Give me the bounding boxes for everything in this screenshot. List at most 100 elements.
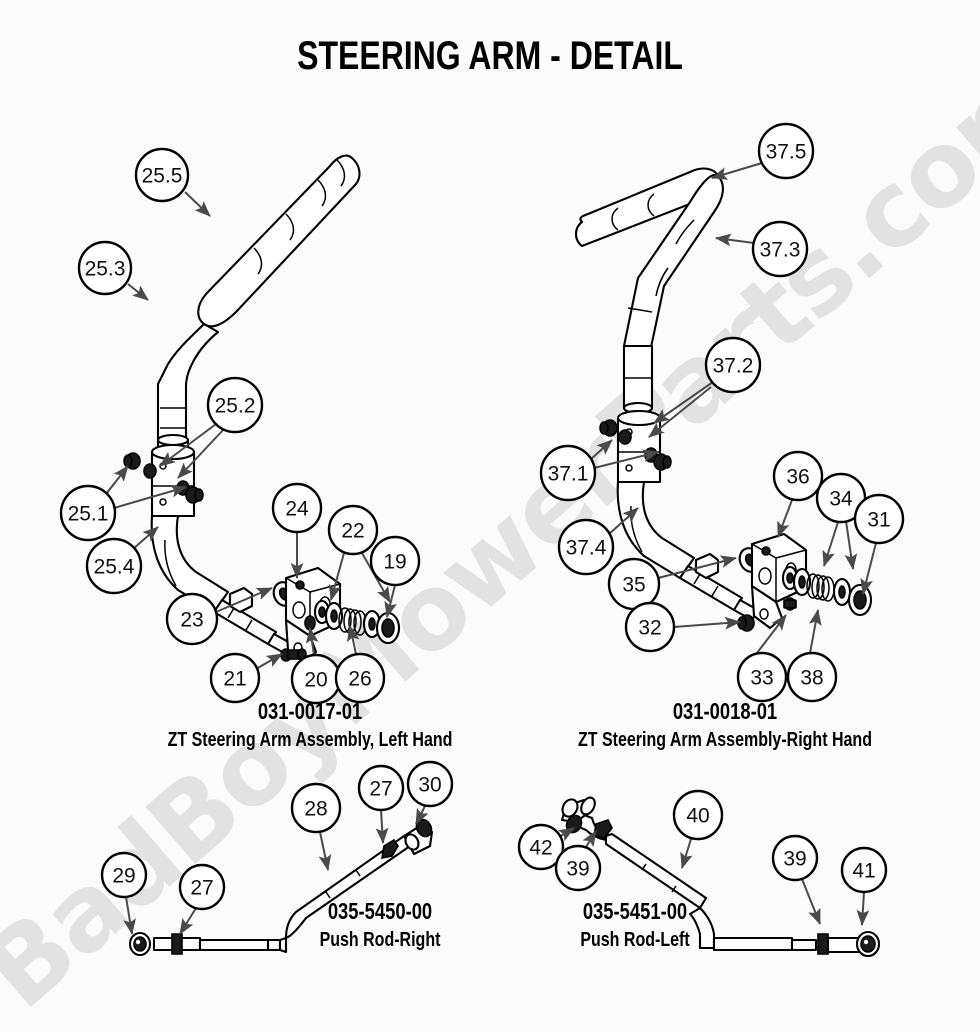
callout-19[interactable]: 19 [369, 535, 421, 587]
part-number-push-rod-left: 035-5451-00 [582, 898, 688, 924]
callout-bubble[interactable] [85, 537, 143, 595]
callout-bubble[interactable] [772, 450, 824, 502]
callout-label: 25.5 [142, 165, 183, 188]
callout-label: 26 [348, 668, 371, 691]
callout-label: 20 [304, 669, 327, 692]
callout-bubble[interactable] [786, 651, 838, 703]
callout-bubble[interactable] [178, 863, 226, 911]
callout-bubble[interactable] [134, 147, 190, 203]
callout-bubble[interactable] [290, 782, 342, 834]
callout-25-2[interactable]: 25.2 [206, 376, 264, 434]
callout-label: 34 [829, 488, 853, 511]
leader-line [589, 439, 613, 461]
callout-bubble[interactable] [357, 764, 405, 812]
callout-bubble[interactable] [100, 851, 148, 899]
callout-bubble[interactable] [77, 240, 133, 296]
callout-25-4[interactable]: 25.4 [85, 537, 143, 595]
callout-33[interactable]: 33 [736, 651, 788, 703]
callout-41[interactable]: 41 [840, 846, 888, 894]
callout-27[interactable]: 27 [357, 764, 405, 812]
leader-line [856, 891, 870, 926]
callout-bubble[interactable] [271, 482, 323, 534]
callout-39[interactable]: 39 [554, 844, 602, 892]
right-arm-geometry [574, 167, 873, 632]
callout-21[interactable]: 21 [209, 652, 261, 704]
callout-bubble[interactable] [757, 122, 815, 180]
leader-line [582, 830, 597, 848]
callout-29[interactable]: 29 [100, 851, 148, 899]
callout-bubble[interactable] [815, 472, 867, 524]
callout-label: 28 [304, 798, 327, 821]
leader-line [415, 805, 429, 825]
callout-bubble[interactable] [704, 336, 762, 394]
callout-25-5[interactable]: 25.5 [134, 147, 190, 203]
leader-line [375, 809, 389, 844]
callout-label: 37.1 [548, 463, 589, 486]
leader-line [346, 625, 360, 655]
callout-22[interactable]: 22 [327, 504, 379, 556]
leader-line [808, 609, 822, 654]
callout-label: 38 [800, 667, 823, 690]
part-number-push-rod-right: 035-5450-00 [327, 898, 433, 924]
callout-37-1[interactable]: 37.1 [539, 444, 597, 502]
callout-37-3[interactable]: 37.3 [751, 220, 809, 278]
callout-39[interactable]: 39 [771, 834, 819, 882]
callout-bubble[interactable] [539, 444, 597, 502]
callout-23[interactable]: 23 [165, 592, 219, 646]
callout-bubble[interactable] [840, 846, 888, 894]
callout-bubble[interactable] [327, 504, 379, 556]
callout-bubble[interactable] [369, 535, 421, 587]
callout-bubble[interactable] [554, 844, 602, 892]
callout-label: 37.3 [760, 239, 801, 262]
callout-35[interactable]: 35 [607, 557, 661, 611]
callout-bubble[interactable] [736, 651, 788, 703]
callout-28[interactable]: 28 [290, 782, 342, 834]
callout-24[interactable]: 24 [271, 482, 323, 534]
callout-37-4[interactable]: 37.4 [557, 518, 615, 576]
callout-bubble[interactable] [751, 220, 809, 278]
callout-40[interactable]: 40 [672, 789, 724, 841]
callout-27[interactable]: 27 [178, 863, 226, 911]
callout-bubble[interactable] [59, 484, 117, 542]
callout-bubble[interactable] [334, 652, 386, 704]
callout-37-5[interactable]: 37.5 [757, 122, 815, 180]
leader-line [756, 614, 787, 654]
callout-bubble[interactable] [209, 652, 261, 704]
callout-bubble[interactable] [672, 789, 724, 841]
callout-label: 29 [112, 865, 135, 888]
callout-25-3[interactable]: 25.3 [77, 240, 133, 296]
leader-line [593, 449, 659, 469]
callout-36[interactable]: 36 [772, 450, 824, 502]
callout-bubble[interactable] [771, 834, 819, 882]
leader-line [648, 386, 712, 438]
push-rod-left-geometry [560, 796, 881, 958]
callout-32[interactable]: 32 [624, 601, 676, 653]
callout-38[interactable]: 38 [786, 651, 838, 703]
callout-label: 39 [566, 858, 589, 881]
callout-bubble[interactable] [624, 601, 676, 653]
callout-25-1[interactable]: 25.1 [59, 484, 117, 542]
callout-bubble[interactable] [406, 760, 454, 808]
callout-26[interactable]: 26 [334, 652, 386, 704]
callout-bubble[interactable] [165, 592, 219, 646]
callout-30[interactable]: 30 [406, 760, 454, 808]
callout-label: 31 [867, 509, 890, 532]
leader-line [132, 526, 159, 550]
callout-31[interactable]: 31 [853, 493, 905, 545]
leader-line [680, 838, 693, 869]
callout-42[interactable]: 42 [517, 823, 565, 871]
callout-label: 25.4 [94, 556, 135, 579]
callout-label: 23 [180, 609, 203, 632]
leader-line [113, 485, 187, 509]
callout-bubble[interactable] [557, 518, 615, 576]
callout-bubble[interactable] [853, 493, 905, 545]
callout-34[interactable]: 34 [815, 472, 867, 524]
callout-label: 41 [852, 860, 875, 883]
callout-bubble[interactable] [206, 376, 264, 434]
callout-37-2[interactable]: 37.2 [704, 336, 762, 394]
callout-20[interactable]: 20 [290, 653, 342, 705]
leader-line [318, 831, 332, 871]
callout-bubble[interactable] [517, 823, 565, 871]
